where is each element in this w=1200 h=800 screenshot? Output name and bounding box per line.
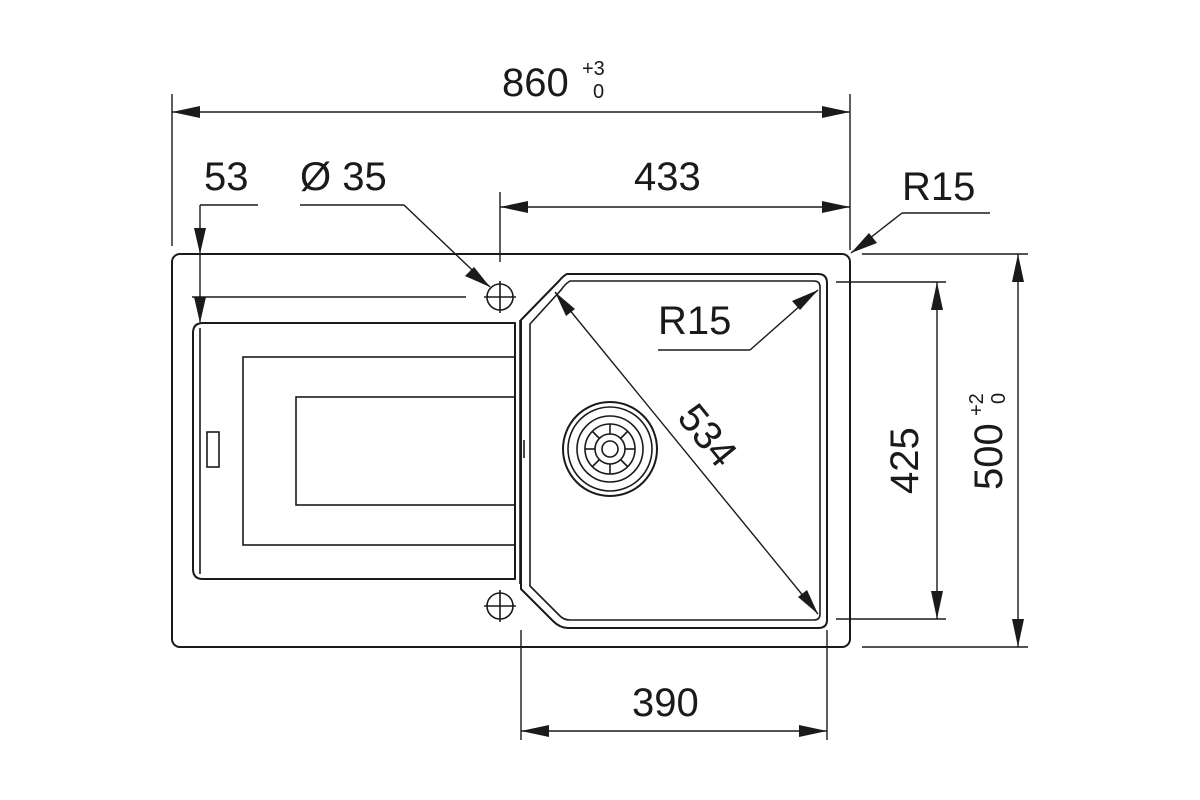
bowl-radius-label: R15 xyxy=(658,299,731,343)
bowl-diagonal-label: 534 xyxy=(669,396,745,476)
overall-width-tol-lower: 0 xyxy=(593,81,604,103)
tap-hole-label: Ø 35 xyxy=(300,155,387,199)
overflow-slot xyxy=(206,431,220,468)
dim-bowl-width: 390 xyxy=(520,630,828,740)
dim-bowl-depth: 425 xyxy=(836,281,946,620)
bowl-width-label: 390 xyxy=(632,681,699,725)
overall-depth-tol-upper: +2 xyxy=(966,393,988,416)
overall-depth-tol-lower: 0 xyxy=(988,393,1010,404)
drain-icon xyxy=(562,401,658,497)
dim-bowl-radius: R15 xyxy=(658,289,819,351)
dim-overall-depth: 500 +2 0 xyxy=(862,253,1028,648)
bowl-depth-label: 425 xyxy=(883,427,927,494)
tap-hole-icon xyxy=(484,281,516,313)
dim-outer-radius: R15 xyxy=(850,165,990,254)
drainer-offset-label: 53 xyxy=(204,155,249,199)
drainer xyxy=(192,320,525,584)
tap-hole-secondary-icon xyxy=(484,590,516,622)
bowl-offset-label: 433 xyxy=(634,155,701,199)
bowl xyxy=(520,273,828,629)
dim-tap-hole: Ø 35 xyxy=(300,155,491,288)
dim-drainer-offset: 53 xyxy=(192,155,466,323)
outer-radius-label: R15 xyxy=(902,165,975,209)
dim-bowl-offset: 433 xyxy=(499,155,850,262)
dim-overall-width: 860 +3 0 xyxy=(171,58,851,250)
overall-width-label: 860 xyxy=(502,61,569,105)
overall-depth-label: 500 xyxy=(967,423,1011,490)
overall-width-tol-upper: +3 xyxy=(582,58,605,80)
sink-outline xyxy=(171,253,851,648)
